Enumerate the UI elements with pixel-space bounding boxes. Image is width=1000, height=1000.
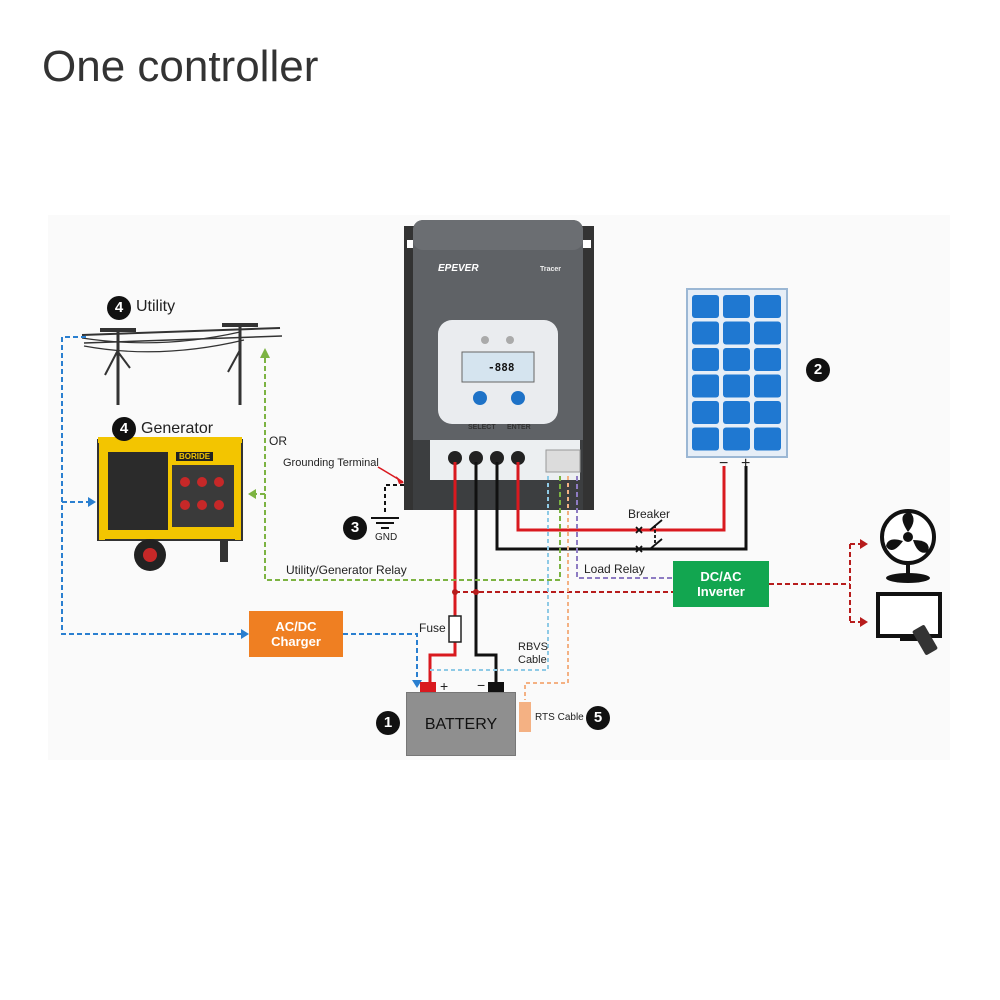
solar-cell [723,321,750,345]
solar-cell [754,401,781,424]
controller-model: Tracer [540,266,562,273]
battery-minus-label: − [477,677,486,693]
generator-label: Generator [141,420,214,437]
gnd-label: GND [375,532,398,543]
pv-negative-label: − [719,455,729,472]
ground-wire [384,484,404,515]
solar-cell [754,374,781,398]
tv-icon [876,592,942,655]
solar-cell [754,348,781,371]
solar-cell [723,427,750,451]
utility-to-charger-wire [61,336,245,635]
breaker-icon [635,519,663,553]
rbvs-cable-label-line1: RBVS [518,641,548,653]
fuse-label: Fuse [419,621,446,635]
load-relay-wire [576,476,673,579]
rts-sensor-icon [519,702,531,732]
solar-cell [754,321,781,345]
battery-negative-terminal [488,682,504,692]
solar-cell [754,427,781,451]
fuse-icon [448,615,462,643]
pv-positive-label: + [741,455,751,472]
rbvs-cable [430,476,549,671]
battery-positive-terminal [420,682,436,692]
charger-to-battery-wire [343,633,418,682]
rts-cable-label: RTS Cable [535,712,584,723]
rbvs-cable-label-line2: Cable [518,654,547,666]
solar-cell [692,295,719,318]
solar-cell [692,401,719,424]
inverter-line1: DC/AC [700,569,742,584]
solar-cell [692,321,719,345]
or-label: OR [269,434,287,448]
pv-positive-wire [516,462,726,532]
fan-icon [880,509,936,583]
number-badge-generator: 4 [112,417,136,441]
generator-brand: BORIDE [176,452,214,461]
solar-cell [723,374,750,398]
controller-select-label: SELECT [468,424,496,431]
battery-plus-label: + [440,678,449,694]
utility-generator-relay-wire [264,356,561,581]
number-badge-battery: 1 [376,711,400,735]
solar-cell [723,295,750,318]
solar-cell [723,348,750,371]
number-badge-solar: 2 [806,358,830,382]
load-relay-label: Load Relay [584,562,645,576]
solar-cell [692,374,719,398]
charger-line2: Charger [271,634,321,649]
ground-symbol-icon [371,517,399,529]
utility-label: Utility [136,298,176,315]
ac-dc-charger-box: AC/DC Charger [249,611,343,657]
number-badge-ground: 3 [343,516,367,540]
solar-cell [692,427,719,451]
solar-cell [754,295,781,318]
breaker-label: Breaker [628,507,671,521]
inverter-line2: Inverter [697,584,745,599]
controller-brand: EPEVER [438,263,479,274]
solar-cell [723,401,750,424]
pv-negative-wire [495,462,748,551]
number-badge-rts: 5 [586,706,610,730]
page-title: One controller [42,42,319,91]
utility-generator-relay-label: Utility/Generator Relay [286,563,407,577]
utility-poles-icon [81,323,283,405]
grounding-terminal-label: Grounding Terminal [283,457,379,469]
number-badge-utility: 4 [107,296,131,320]
dc-ac-inverter-box: DC/AC Inverter [673,561,769,607]
charge-controller-icon [404,220,594,510]
battery-box: BATTERY [406,692,516,756]
solar-cell [692,348,719,371]
controller-enter-label: ENTER [507,424,531,431]
controller-lcd-value: -888 [488,361,515,374]
charger-line1: AC/DC [275,619,317,634]
generator-icon [97,437,243,571]
